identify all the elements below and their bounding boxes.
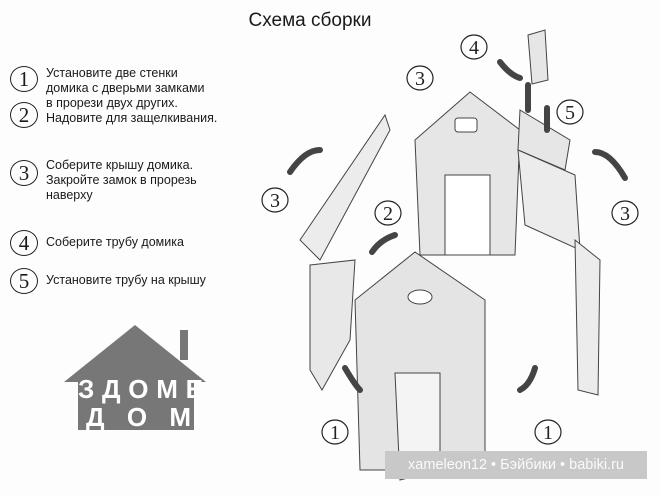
step-1: 1 Установите две стенки домика с дверьми… <box>10 66 205 96</box>
right-roof-panel <box>517 149 601 396</box>
logo: ЗДОМЕ ДОМ <box>64 325 206 432</box>
svg-text:3: 3 <box>620 203 630 225</box>
left-roof-panel <box>299 113 391 391</box>
step-4: 4 Соберите трубу домика <box>10 230 184 256</box>
step-3: 3 Соберите крышу домика. Закройте замок … <box>10 158 197 203</box>
diagram-step-markers: 4 3 5 3 2 3 1 1 <box>261 34 639 445</box>
marker-4: 4 <box>460 34 488 60</box>
marker-5: 5 <box>556 99 584 125</box>
marker-1: 1 <box>534 419 562 445</box>
chimney <box>517 29 571 171</box>
svg-text:3: 3 <box>270 190 280 212</box>
logo-line2: ДОМ <box>86 402 191 432</box>
step-number: 1 <box>10 66 38 92</box>
step-number: 2 <box>10 102 38 128</box>
step-text: в прорези двух других. Надовите для заще… <box>46 96 218 125</box>
page-title: Схема сборки <box>248 10 372 31</box>
step-text: Соберите трубу домика <box>46 235 184 249</box>
step-number: 3 <box>10 160 38 186</box>
step-text: Установите трубу на крышу <box>46 273 206 287</box>
svg-text:1: 1 <box>543 422 553 444</box>
arrow-icons <box>287 59 628 393</box>
marker-3: 3 <box>261 187 289 213</box>
svg-text:2: 2 <box>383 203 393 225</box>
marker-2: 2 <box>374 200 402 226</box>
back-house-wall <box>414 91 521 256</box>
step-number: 5 <box>10 268 38 294</box>
step-number: 4 <box>10 230 38 256</box>
step-5: 5 Установите трубу на крышу <box>10 268 206 294</box>
svg-text:5: 5 <box>565 102 575 124</box>
step-text: Соберите крышу домика. Закройте замок в … <box>46 158 197 202</box>
step-text: Установите две стенки домика с дверьми з… <box>46 66 205 95</box>
svg-text:3: 3 <box>415 68 425 90</box>
front-house-wall <box>354 251 486 481</box>
step-2: 2 в прорези двух других. Надовите для за… <box>10 96 217 128</box>
marker-1: 1 <box>321 419 349 445</box>
watermark: xameleon12 • Бэйбики • babiki.ru <box>385 451 647 479</box>
marker-3: 3 <box>406 65 434 91</box>
svg-text:1: 1 <box>330 422 340 444</box>
svg-text:4: 4 <box>469 37 479 59</box>
marker-3: 3 <box>611 200 639 226</box>
